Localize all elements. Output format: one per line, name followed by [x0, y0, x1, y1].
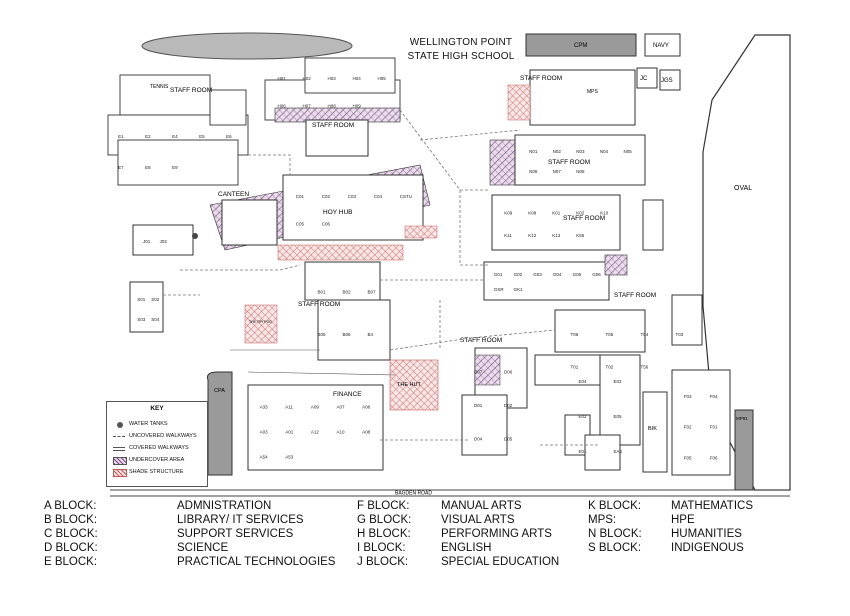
k-block [491, 194, 621, 251]
svg-text:STAFF ROOM: STAFF ROOM [298, 301, 340, 308]
n-block [514, 134, 646, 186]
svg-text:FINANCE: FINANCE [333, 391, 362, 398]
legend-code: K BLOCK: [588, 500, 642, 512]
covered-walkway-icon [113, 447, 125, 451]
svg-text:JGS: JGS [661, 78, 673, 84]
s-block [129, 281, 164, 333]
legend-name: ADMNISTRATION [177, 500, 272, 512]
legend-name: PERFORMING ARTS [441, 528, 552, 540]
svg-text:BIK: BIK [648, 426, 657, 432]
navy-label: NAVY [653, 43, 669, 49]
key-title: KEY [150, 405, 164, 412]
legend-code: G BLOCK: [357, 514, 412, 526]
legend-code: C BLOCK: [44, 528, 98, 540]
title-line-1: WELLINGTON POINT [409, 37, 513, 48]
legend-name: MANUAL ARTS [441, 500, 522, 512]
j-block [132, 224, 194, 256]
svg-text:CANTEEN: CANTEEN [218, 191, 249, 198]
legend-code: E BLOCK: [44, 556, 98, 568]
legend-name: HPE [671, 514, 695, 526]
svg-text:STAFF ROOM: STAFF ROOM [520, 75, 562, 82]
legend-code: D BLOCK: [44, 542, 98, 554]
b-block [304, 261, 381, 301]
mps-building [529, 69, 636, 126]
svg-text:STAFF ROOM: STAFF ROOM [614, 292, 656, 299]
legend-name: MATHEMATICS [671, 500, 753, 512]
uncovered-walkway-icon [113, 436, 125, 437]
key-item-undercover: UNDERCOVER AREA [129, 457, 185, 463]
legend-code: N BLOCK: [588, 528, 642, 540]
undercover-area-icon [113, 457, 127, 465]
a-block [247, 384, 384, 471]
school-title: WELLINGTON POINT STATE HIGH SCHOOL [396, 36, 526, 64]
svg-text:CPA: CPA [214, 388, 225, 394]
legend-name: VISUAL ARTS [441, 514, 515, 526]
svg-text:JC: JC [640, 76, 648, 82]
svg-text:TENNIS: TENNIS [150, 84, 169, 90]
legend-code: MPS: [588, 514, 617, 526]
svg-text:HOY HUB: HOY HUB [323, 209, 353, 216]
legend-name: HUMANITIES [671, 528, 742, 540]
road-label: BAGDEN ROAD [395, 491, 432, 497]
key-item-uncovered: UNCOVERED WALKWAYS [129, 433, 197, 439]
svg-text:STAFF ROOM: STAFF ROOM [312, 122, 354, 129]
g-block [483, 261, 610, 301]
svg-text:STAFF ROOM: STAFF ROOM [548, 159, 590, 166]
key-item-covered: COVERED WALKWAYS [129, 445, 189, 451]
key-item-water-tanks: WATER TANKS [129, 421, 168, 427]
legend-name: SPECIAL EDUCATION [441, 556, 560, 568]
shade-structure-icon [113, 469, 127, 477]
c-block [282, 174, 424, 241]
legend-code: F BLOCK: [357, 500, 410, 512]
f-block [671, 369, 731, 476]
tennis-block [107, 74, 249, 186]
cpm-label: CPM [574, 43, 587, 49]
legend-name: SCIENCE [177, 542, 229, 554]
svg-text:MPS: MPS [587, 89, 599, 95]
key-item-shade: SHADE STRUCTURE [129, 469, 184, 475]
svg-text:THE TIPI POD: THE TIPI POD [249, 320, 272, 324]
svg-text:STAFF ROOM: STAFF ROOM [563, 215, 605, 222]
legend-name: SUPPORT SERVICES [177, 528, 294, 540]
svg-text:MP91: MP91 [736, 416, 748, 421]
water-tank-icon [117, 422, 123, 428]
legend-name: ENGLISH [441, 542, 492, 554]
svg-text:STAFF ROOM: STAFF ROOM [460, 337, 502, 344]
legend-name: LIBRARY/ IT SERVICES [177, 514, 304, 526]
map-key: KEY WATER TANKS UNCOVERED WALKWAYS COVER… [106, 401, 208, 487]
legend-code: B BLOCK: [44, 514, 98, 526]
t-block [534, 354, 606, 386]
oval-ellipse-shape [141, 32, 353, 60]
legend-code: H BLOCK: [357, 528, 411, 540]
e-block [599, 354, 641, 446]
title-line-2: STATE HIGH SCHOOL [407, 51, 515, 62]
legend-name: PRACTICAL TECHNOLOGIES [177, 556, 336, 568]
legend-name: INDIGENOUS [671, 542, 744, 554]
svg-text:THE HUT: THE HUT [397, 382, 421, 388]
oval-label: OVAL [734, 185, 752, 192]
legend-code: I BLOCK: [357, 542, 406, 554]
legend-code: A BLOCK: [44, 500, 97, 512]
cpm-building [525, 33, 637, 57]
legend-code: S BLOCK: [588, 542, 642, 554]
legend-code: J BLOCK: [357, 556, 409, 568]
staff-room-label-1: STAFF ROOM [170, 87, 212, 94]
